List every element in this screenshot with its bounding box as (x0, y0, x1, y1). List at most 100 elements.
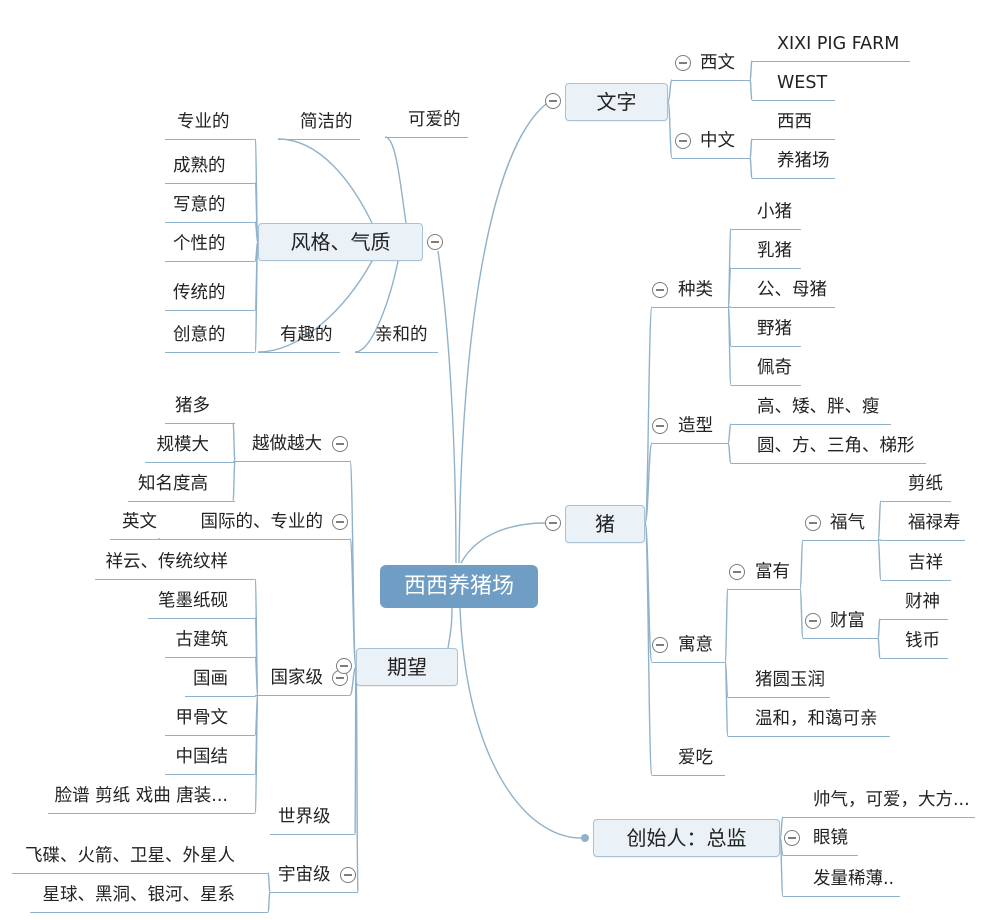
subtopic-world[interactable]: 世界级 (270, 804, 355, 836)
subtopic-universe[interactable]: 宇宙级 (270, 862, 358, 894)
subtopic-glasses[interactable]: 眼镜 (783, 825, 858, 857)
chinese-collapse-icon[interactable] (675, 133, 691, 149)
branch-line (644, 522, 653, 776)
leaf-topic[interactable]: 创意的 (165, 322, 255, 354)
kinds-collapse-icon[interactable] (652, 282, 668, 298)
leaf-topic[interactable]: 个性的 (165, 231, 255, 263)
leaf-topic[interactable]: 乳猪 (731, 238, 801, 270)
leaf-topic[interactable]: 吉祥 (881, 550, 951, 582)
branch-line (727, 442, 732, 464)
subtopic-national[interactable]: 国家级 (258, 665, 350, 697)
leaf-topic[interactable]: 圆、方、三角、梯形 (731, 433, 926, 465)
branch-line (877, 500, 882, 541)
leaf-topic[interactable]: 可爱的 (385, 107, 468, 139)
main-branch-line (458, 103, 547, 564)
leaf-topic[interactable]: 温和，和蔼可亲 (728, 706, 890, 738)
text-branch-collapse-icon[interactable] (545, 93, 561, 109)
leaf-topic[interactable]: 猪多 (165, 393, 235, 425)
branch-line (799, 539, 804, 590)
leaf-topic[interactable]: 亲和的 (355, 322, 438, 354)
central-topic[interactable]: 西西养猪场 (380, 565, 538, 608)
main-branch-line (447, 607, 453, 649)
leaf-topic[interactable]: 脸谱 剪纸 戏曲 唐装... (48, 783, 255, 815)
leaf-topic[interactable]: 高、矮、胖、瘦 (731, 394, 891, 426)
subtopic-western[interactable]: 西文 (672, 50, 750, 82)
leaf-topic[interactable]: 剪纸 (881, 471, 951, 503)
subtopic-international[interactable]: 国际的、专业的 (160, 509, 350, 541)
subtopic-rich[interactable]: 富有 (728, 559, 800, 591)
subtopic-fortune[interactable]: 福气 (803, 510, 878, 542)
leaf-topic[interactable]: 西西 (752, 109, 835, 141)
branch-line (877, 539, 882, 581)
wealth-collapse-icon[interactable] (805, 613, 821, 629)
branch-line (749, 79, 753, 101)
rich-collapse-icon[interactable] (729, 564, 745, 580)
leaf-topic[interactable]: 养猪场 (752, 148, 835, 180)
leaf-topic[interactable]: 公、母猪 (731, 277, 835, 309)
leaf-topic[interactable]: 钱币 (880, 628, 948, 660)
leaf-topic[interactable]: 有趣的 (258, 322, 340, 354)
leaf-topic[interactable]: 小猪 (731, 199, 801, 231)
branch-line (727, 423, 732, 444)
subtopic-wealth[interactable]: 财富 (803, 608, 878, 640)
universe-collapse-icon[interactable] (340, 867, 356, 883)
branch-line (254, 221, 259, 243)
leaf-topic[interactable]: 写意的 (165, 192, 255, 224)
leaf-topic[interactable]: 星球、黑洞、银河、星系 (30, 882, 268, 914)
leaf-topic[interactable]: 知名度高 (128, 471, 235, 503)
subtopic-kinds[interactable]: 种类 (652, 277, 728, 309)
hope-branch-collapse-icon[interactable] (336, 658, 352, 674)
branch-line (727, 306, 732, 386)
fortune-collapse-icon[interactable] (805, 515, 821, 531)
pig-branch-collapse-icon[interactable] (545, 515, 561, 531)
leaf-topic[interactable]: 野猪 (731, 316, 801, 348)
leaf-topic[interactable]: 笔墨纸砚 (148, 588, 255, 620)
leaf-topic[interactable]: 规模大 (145, 432, 235, 464)
leaf-topic[interactable]: 传统的 (165, 280, 255, 312)
leaf-topic[interactable]: 英文 (110, 509, 160, 541)
main-branch-line (277, 138, 373, 224)
leaf-topic[interactable]: 甲骨文 (165, 705, 255, 737)
leaf-topic[interactable]: 专业的 (165, 109, 255, 141)
subtopic-shapes[interactable]: 造型 (652, 413, 728, 445)
topic-text-branch[interactable]: 文字 (565, 83, 668, 121)
grow-collapse-icon[interactable] (332, 436, 348, 452)
style-branch-collapse-icon[interactable] (427, 234, 443, 250)
leaf-topic[interactable]: 国画 (185, 666, 255, 698)
leaf-topic-traits[interactable]: 帅气，可爱，大方... (783, 787, 975, 819)
leaf-topic[interactable]: 福禄寿 (881, 510, 965, 542)
leaf-topic[interactable]: 飞碟、火箭、卫星、外星人 (12, 843, 268, 875)
western-collapse-icon[interactable] (675, 55, 691, 71)
leaf-topic[interactable]: 中国结 (165, 744, 255, 776)
branch-line (254, 656, 259, 696)
international-collapse-icon[interactable] (332, 514, 348, 530)
leaf-topic[interactable]: XIXI PIG FARM (752, 31, 910, 63)
meaning-collapse-icon[interactable] (652, 637, 668, 653)
leaf-topic[interactable]: 佩奇 (731, 355, 801, 387)
leaf-topic[interactable]: 祥云、传统纹样 (95, 549, 255, 581)
leaf-topic[interactable]: 简洁的 (278, 109, 360, 141)
branch-line (749, 157, 753, 179)
leaf-topic[interactable]: 古建筑 (165, 627, 255, 659)
subtopic-grow[interactable]: 越做越大 (235, 431, 350, 463)
leaf-topic[interactable]: 财神 (880, 589, 948, 621)
topic-hope-branch[interactable]: 期望 (356, 648, 458, 686)
shapes-collapse-icon[interactable] (652, 418, 668, 434)
branch-line (644, 442, 653, 524)
subtopic-chinese[interactable]: 中文 (672, 128, 750, 160)
subtopic-meaning[interactable]: 寓意 (652, 632, 725, 664)
branch-line (267, 891, 271, 913)
subtopic-loves-eating[interactable]: 爱吃 (652, 745, 725, 777)
branch-line (644, 306, 653, 524)
glasses-collapse-icon[interactable] (784, 830, 800, 846)
leaf-topic-hair[interactable]: 发量稀薄.. (783, 866, 900, 898)
leaf-topic[interactable]: 猪圆玉润 (728, 667, 830, 699)
leaf-topic[interactable]: WEST (752, 70, 835, 102)
topic-pig-branch[interactable]: 猪 (565, 505, 645, 543)
main-branch-line (460, 522, 546, 564)
leaf-topic[interactable]: 成熟的 (165, 153, 255, 185)
branch-line (254, 241, 259, 353)
topic-style-branch[interactable]: 风格、气质 (258, 223, 423, 261)
topic-founder-branch[interactable]: 创始人：总监 (593, 819, 780, 857)
branch-line (727, 267, 732, 308)
